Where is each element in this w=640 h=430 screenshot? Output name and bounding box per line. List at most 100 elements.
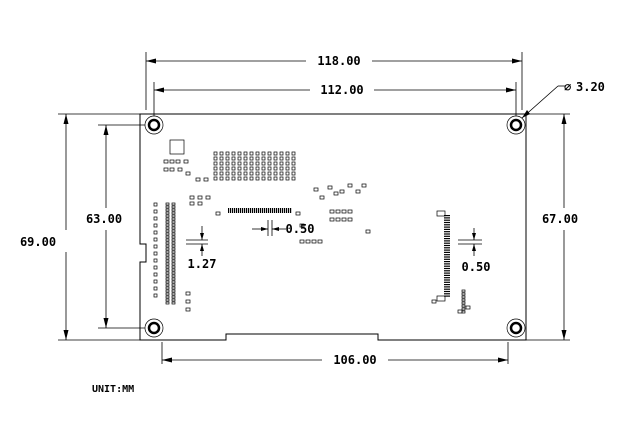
- passive-pad: [169, 159, 175, 164]
- passive-pad: [243, 176, 248, 181]
- header-pin: [171, 232, 176, 236]
- header-pin: [165, 292, 170, 296]
- fpc-pin: [444, 290, 450, 293]
- passive-pad: [231, 166, 236, 171]
- dimension-112-label: 112.00: [320, 83, 363, 97]
- fpc-pin: [444, 249, 450, 251]
- header-pin: [171, 238, 176, 242]
- passive-pad: [255, 161, 260, 166]
- fine-pitch-pin: [268, 208, 270, 213]
- dimension-69: 69.00: [20, 114, 69, 340]
- fpc-pin: [444, 242, 450, 244]
- header-pin: [171, 268, 176, 272]
- edge-pad: [153, 202, 158, 207]
- fpc-pin: [444, 284, 450, 286]
- passive-pad: [273, 151, 278, 156]
- fpc-pad: [461, 307, 466, 311]
- fpc-pin: [444, 258, 450, 260]
- fine-pitch-pin: [264, 208, 266, 213]
- passive-pad: [203, 177, 209, 182]
- fpc-pin: [444, 233, 450, 235]
- passive-pad: [231, 151, 236, 156]
- header-pin: [165, 223, 170, 227]
- fine-pitch-pin: [266, 208, 268, 213]
- dimension-63: 63.00: [86, 125, 122, 328]
- fpc-pin: [444, 288, 450, 290]
- dimension-112: 112.00: [154, 83, 516, 97]
- passive-pad: [267, 171, 272, 176]
- header-pin: [171, 226, 176, 230]
- header-pin: [171, 217, 176, 221]
- passive-pad: [237, 176, 242, 181]
- header-pin: [171, 277, 176, 281]
- header-pin: [165, 301, 170, 305]
- passive-pad: [243, 156, 248, 161]
- passive-pad: [329, 217, 335, 222]
- dimension-106: 106.00: [162, 353, 508, 367]
- fine-pitch-pin: [258, 208, 260, 213]
- passive-pad: [249, 151, 254, 156]
- header-pin: [165, 205, 170, 209]
- fpc-pin: [444, 281, 450, 283]
- passive-pad: [237, 166, 242, 171]
- fpc-pin: [444, 221, 450, 224]
- passive-pad: [365, 229, 371, 234]
- header-pin: [171, 214, 176, 218]
- dimension-3-20-label: 3.20: [576, 80, 605, 94]
- passive-pad: [279, 176, 284, 181]
- passive-pad: [231, 156, 236, 161]
- dimension-1-27-label: 1.27: [188, 257, 217, 271]
- passive-pad: [335, 209, 341, 214]
- passive-pad: [355, 189, 361, 194]
- header-pin: [165, 256, 170, 260]
- header-pin: [171, 202, 176, 206]
- header-pin: [165, 289, 170, 293]
- passive-pad: [185, 307, 191, 312]
- edge-pad: [153, 237, 158, 242]
- header-pin: [165, 286, 170, 290]
- passive-pad: [231, 176, 236, 181]
- fpc-pad: [461, 301, 466, 305]
- passive-pad: [213, 166, 218, 171]
- passive-pad: [299, 239, 305, 244]
- fpc-pin: [444, 244, 450, 247]
- fpc-pin: [444, 272, 450, 274]
- fpc-pin: [444, 219, 450, 221]
- header-pin: [171, 220, 176, 224]
- mounting-hole-bottom-left: [144, 318, 164, 338]
- dimension-118: 118.00: [146, 54, 522, 68]
- passive-pad: [311, 239, 317, 244]
- passive-pad: [219, 161, 224, 166]
- header-pin: [171, 301, 176, 305]
- fine-pitch-pin: [252, 208, 254, 213]
- passive-pad: [291, 151, 296, 156]
- dimension-pitch-0-50-right: 0.50: [458, 228, 490, 274]
- passive-pad: [225, 161, 230, 166]
- dimension-118-label: 118.00: [317, 54, 360, 68]
- passive-pad: [243, 161, 248, 166]
- passive-pad: [185, 299, 191, 304]
- edge-pad: [153, 293, 158, 298]
- passive-pad: [457, 309, 463, 314]
- passive-pad: [219, 171, 224, 176]
- header-pin: [171, 235, 176, 239]
- header-pin: [165, 298, 170, 302]
- fine-pitch-pin: [228, 208, 230, 213]
- header-pin: [165, 220, 170, 224]
- header-pin: [171, 286, 176, 290]
- fine-pitch-pin: [274, 208, 276, 213]
- header-pin: [165, 274, 170, 278]
- fpc-pin: [444, 240, 450, 242]
- fpc-pin: [444, 231, 450, 233]
- passive-pad: [189, 201, 195, 206]
- edge-pad: [153, 209, 158, 214]
- passive-pad: [175, 159, 181, 164]
- passive-pad: [177, 167, 183, 172]
- passive-pad: [213, 156, 218, 161]
- passive-pad: [163, 167, 169, 172]
- passive-pad: [291, 176, 296, 181]
- passive-pad: [169, 167, 175, 172]
- fine-pitch-pin: [284, 208, 286, 213]
- mounting-hole-bottom-right: [506, 318, 526, 338]
